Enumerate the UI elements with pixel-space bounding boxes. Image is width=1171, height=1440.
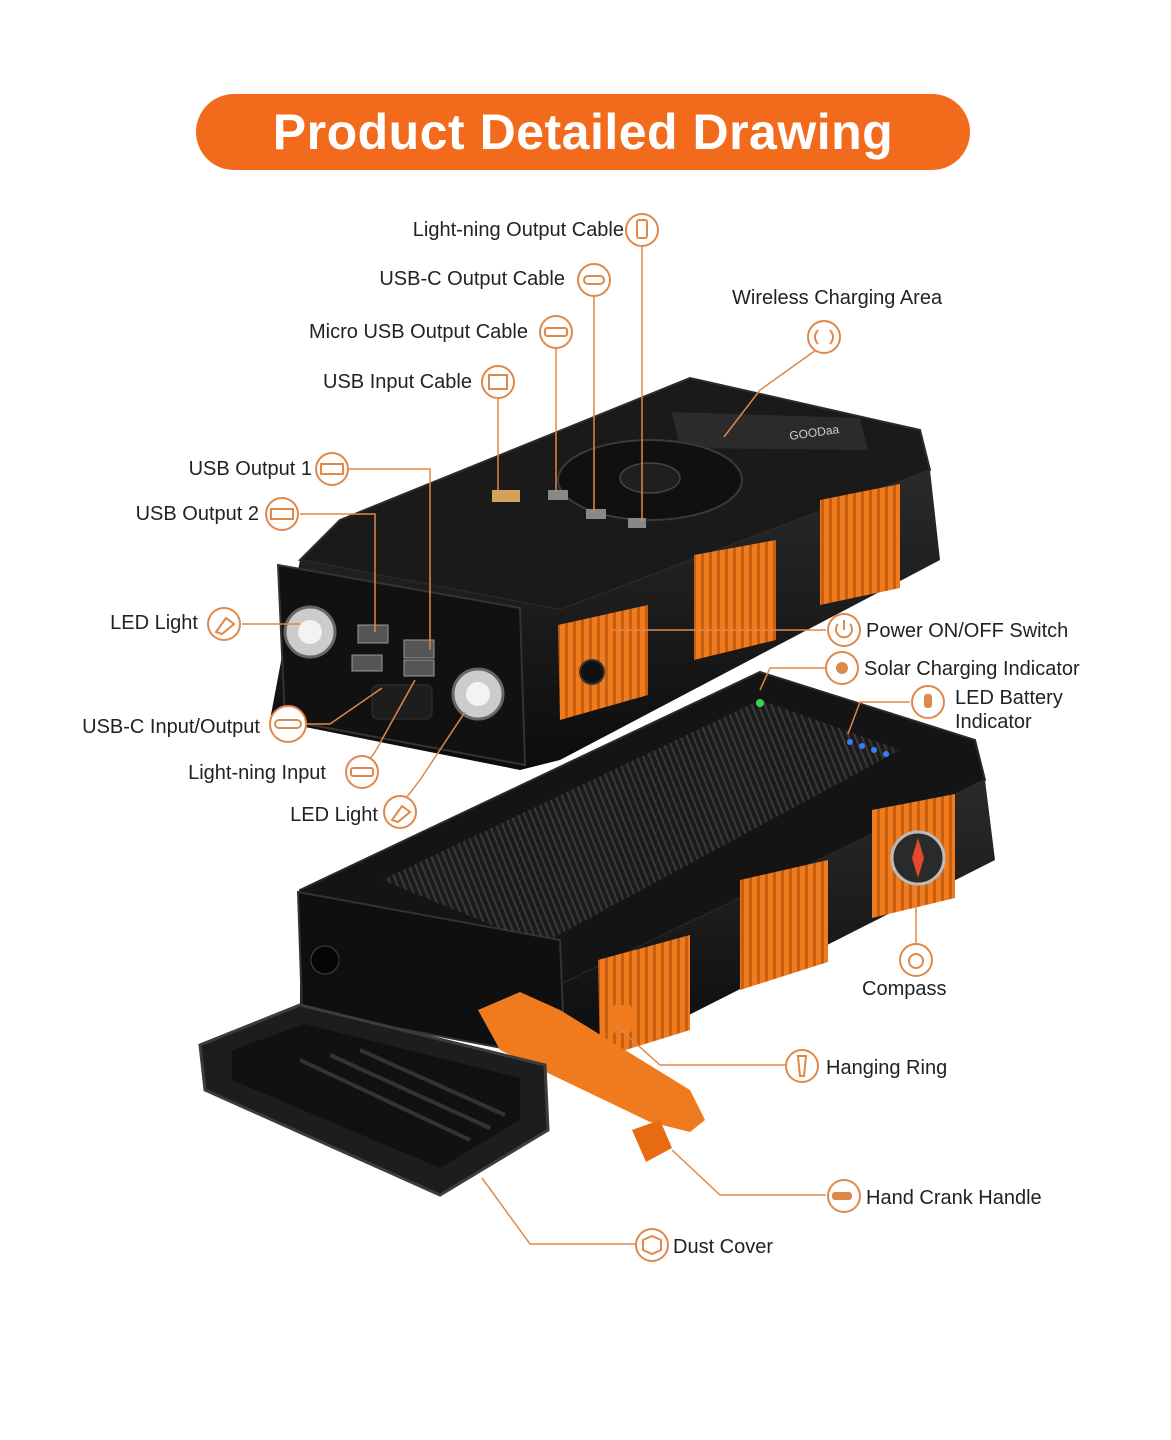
page-title: Product Detailed Drawing xyxy=(272,104,894,160)
power-icon xyxy=(827,613,861,647)
wireless-icon xyxy=(807,320,841,354)
compass-icon xyxy=(899,943,933,977)
micro-usb-cable-slot xyxy=(548,490,568,500)
battery-led-1 xyxy=(847,739,853,745)
callout-lightning-output-cable: Light-ning Output Cable xyxy=(412,219,624,241)
leader-lines xyxy=(242,244,917,1245)
callout-usb-input-cable: USB Input Cable xyxy=(323,371,472,393)
callout-led-light-bottom: LED Light xyxy=(290,804,378,826)
hanging-port-hole xyxy=(310,945,340,975)
flashlight-icon xyxy=(383,795,417,829)
brand-print: GOODaa xyxy=(788,422,840,443)
icon-badges xyxy=(207,213,945,1262)
battery-led-4 xyxy=(883,751,889,757)
callout-power-switch: Power ON/OFF Switch xyxy=(866,620,1069,642)
flashlight-icon xyxy=(207,607,241,641)
usb-input-cable-slot xyxy=(492,490,520,502)
callout-usbc-output-cable: USB-C Output Cable xyxy=(379,268,565,290)
top-device-label-plate xyxy=(672,412,868,450)
battery-led-2 xyxy=(859,743,865,749)
solar-panel xyxy=(382,700,900,945)
callout-usb-output-2: USB Output 2 xyxy=(135,503,259,525)
crank-icon xyxy=(827,1179,861,1213)
usb-port-b xyxy=(403,639,435,659)
dust-cover-part xyxy=(198,1003,550,1197)
callout-solar-indicator: Solar Charging Indicator xyxy=(864,658,1080,680)
usb-port-a xyxy=(357,624,389,644)
cover-icon xyxy=(635,1228,669,1262)
usbc-cable-slot xyxy=(586,509,606,519)
callout-micro-usb-output-cable: Micro USB Output Cable xyxy=(309,321,528,343)
crank-knob xyxy=(632,1120,672,1162)
callout-usbc-input-output: USB-C Input/Output xyxy=(82,716,260,738)
lightning-cable-slot xyxy=(628,518,646,528)
hanging-ring-bar xyxy=(612,1005,632,1033)
led-icon xyxy=(911,685,945,719)
usb-port-icon xyxy=(265,497,299,531)
lightning-port-icon xyxy=(345,755,379,789)
micro-usb-plug-icon xyxy=(539,315,573,349)
sun-icon xyxy=(825,651,859,685)
solar-led xyxy=(756,699,764,707)
power-button xyxy=(579,659,605,685)
top-grip-3 xyxy=(820,484,900,605)
title-banner: Product Detailed Drawing xyxy=(196,94,970,170)
callout-wireless-charging-area: Wireless Charging Area xyxy=(732,287,943,309)
callout-led-battery-indicator: LED Battery Indicator xyxy=(955,687,1063,733)
usb-plug-icon xyxy=(481,365,515,399)
crank-handle xyxy=(478,992,705,1132)
callout-usb-output-1: USB Output 1 xyxy=(188,458,312,480)
usbc-plug-icon xyxy=(577,263,611,297)
usb-port-d xyxy=(403,659,435,677)
usb-port-c xyxy=(351,654,383,672)
callout-hand-crank-handle: Hand Crank Handle xyxy=(866,1187,1042,1209)
ring-icon xyxy=(785,1049,819,1083)
usbc-port-icon xyxy=(269,705,307,743)
bottom-grip-2 xyxy=(740,860,828,990)
bottom-device xyxy=(296,670,995,1162)
top-grip-2 xyxy=(694,540,776,660)
callout-compass: Compass xyxy=(862,978,947,1000)
callout-lightning-input: Light-ning Input xyxy=(188,762,326,784)
callout-dust-cover: Dust Cover xyxy=(673,1236,774,1258)
top-grip-1 xyxy=(558,605,648,720)
usb-port-icon xyxy=(315,452,349,486)
callout-led-light-top: LED Light xyxy=(110,612,198,634)
battery-led-3 xyxy=(871,747,877,753)
lightning-plug-icon xyxy=(625,213,659,247)
callout-hanging-ring: Hanging Ring xyxy=(826,1057,948,1079)
